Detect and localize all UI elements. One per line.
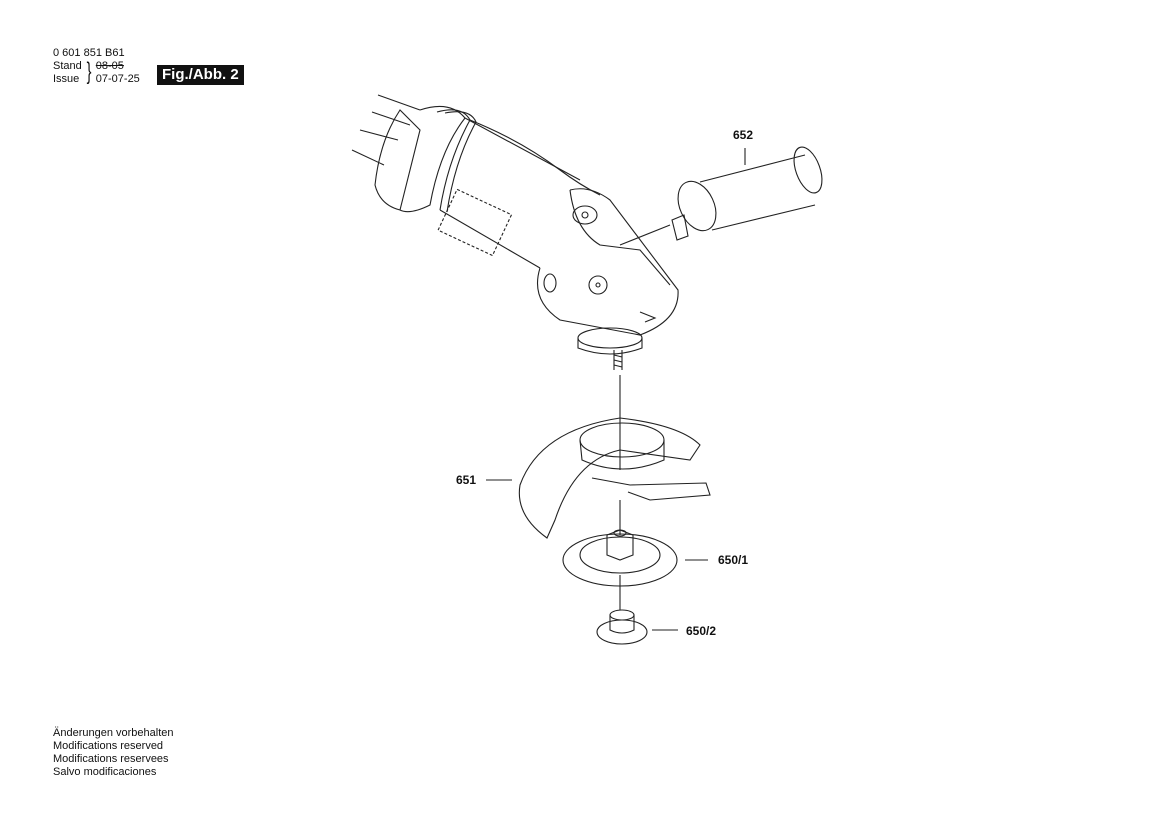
stand-date: 08-05 [95, 60, 124, 72]
notice-fr: Modifications reservees [53, 753, 169, 765]
notice-es: Salvo modificaciones [53, 766, 157, 778]
callout-650-2: 650/2 [686, 624, 717, 638]
notice-de: Änderungen vorbehalten [53, 727, 174, 739]
footer-notice: Änderungen vorbehalten Modifications res… [53, 727, 173, 779]
part-number: 0 601 851 B61 [53, 47, 125, 59]
brace-icon: } [86, 58, 92, 85]
side-handle-652 [671, 146, 823, 241]
stand-label: Stand [53, 60, 82, 72]
document-header: 0 601 851 B61 Stand Issue } 08-05 07-07-… [53, 47, 140, 86]
notice-en: Modifications reserved [53, 740, 164, 752]
callout-650-1: 650/1 [718, 553, 749, 567]
figure-label: Fig./Abb. 2 [157, 65, 244, 85]
revision-block: Stand Issue } 08-05 07-07-25 [53, 60, 140, 86]
wheel-guard-651 [486, 417, 711, 539]
callout-651: 651 [456, 473, 477, 487]
angle-grinder-illustration [351, 94, 679, 370]
flange-650-1 [562, 529, 708, 587]
callout-652: 652 [733, 128, 754, 142]
nut-650-2 [596, 609, 678, 645]
issue-date: 07-07-25 [95, 73, 140, 85]
issue-label: Issue [53, 73, 80, 85]
